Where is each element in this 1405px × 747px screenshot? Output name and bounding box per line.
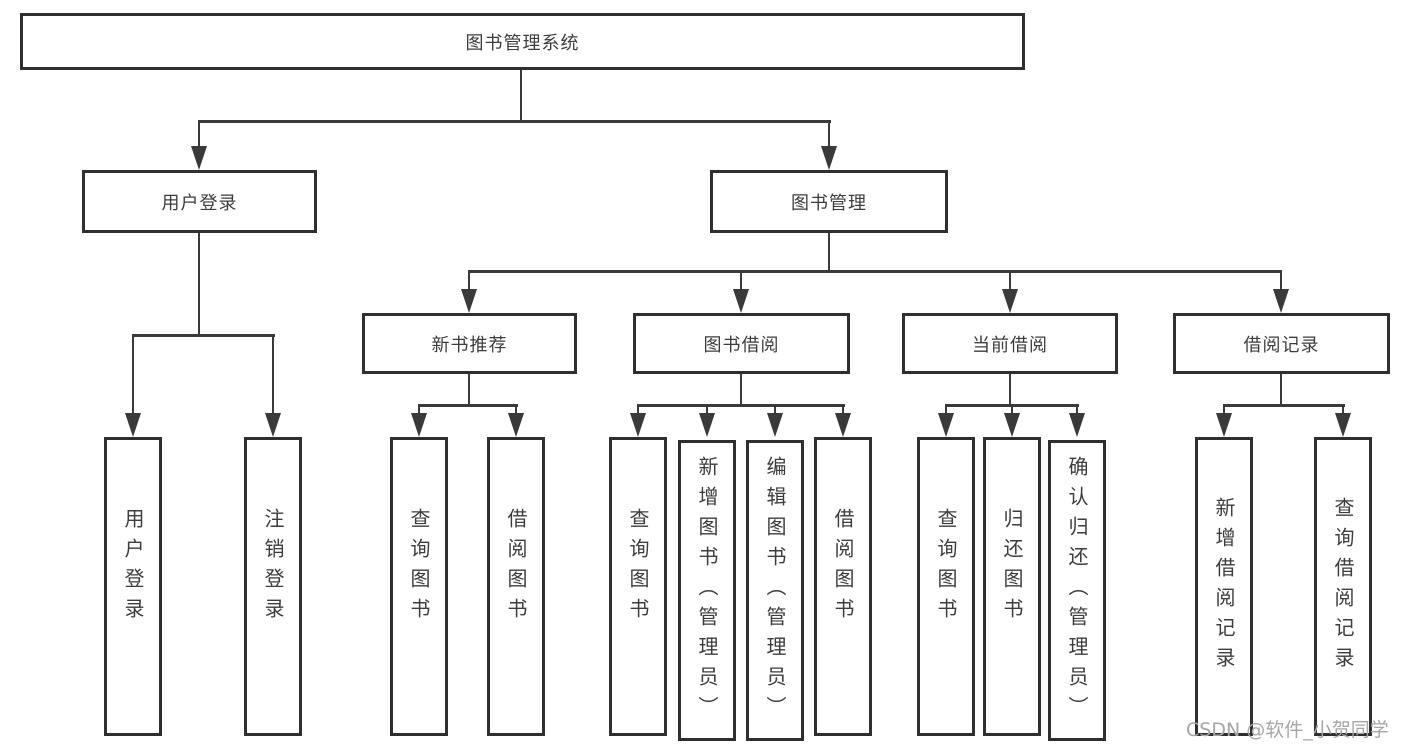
connector-stem (1223, 404, 1225, 417)
node-leaf-logout: 注销登录 (244, 437, 302, 736)
connector-stem (1280, 270, 1282, 292)
arrow-down-icon (821, 146, 837, 170)
connector-stem (132, 334, 134, 417)
arrow-down-icon (265, 413, 281, 437)
node-leaf-add-book-admin: 新增图书（管理员） (678, 440, 736, 741)
arrow-down-icon (125, 413, 141, 437)
arrow-down-icon (835, 413, 851, 437)
connector-stem (1009, 374, 1011, 406)
node-leaf-user-login: 用户登录 (104, 437, 162, 736)
arrow-down-icon (191, 146, 207, 170)
connector-stem (468, 270, 470, 292)
node-book-management: 图书管理 (710, 170, 948, 233)
node-leaf-borrow-books-recommend: 借阅图书 (487, 437, 545, 736)
arrow-down-icon (1335, 413, 1351, 437)
node-leaf-confirm-return-admin: 确认归还（管理员） (1048, 440, 1106, 741)
node-leaf-query-borrow-record: 查询借阅记录 (1314, 437, 1372, 736)
arrow-down-icon (938, 413, 954, 437)
arrow-down-icon (630, 413, 646, 437)
connector-stem (1011, 404, 1013, 417)
arrow-down-icon (733, 289, 749, 313)
connector-stem (706, 404, 708, 417)
connector-bar (637, 404, 845, 407)
arrow-down-icon (1216, 413, 1232, 437)
watermark: CSDN @软件_小贺同学 (1186, 719, 1389, 741)
node-user-login: 用户登录 (82, 170, 317, 233)
connector-stem (842, 404, 844, 417)
arrow-down-icon (1004, 413, 1020, 437)
node-library-system: 图书管理系统 (20, 13, 1025, 70)
arrow-down-icon (508, 413, 524, 437)
connector-stem (468, 374, 470, 406)
node-book-borrowing: 图书借阅 (633, 313, 850, 374)
arrow-down-icon (1273, 289, 1289, 313)
connector-stem (637, 404, 639, 417)
connector-bar (132, 334, 275, 337)
connector-stem (828, 233, 830, 273)
arrow-down-icon (699, 413, 715, 437)
connector-stem (774, 404, 776, 417)
connector-stem (740, 374, 742, 406)
connector-stem (1076, 404, 1078, 417)
connector-bar (418, 404, 518, 407)
node-leaf-borrow-books: 借阅图书 (814, 437, 872, 736)
connector-stem (1009, 270, 1011, 292)
arrow-down-icon (767, 413, 783, 437)
node-leaf-add-borrow-record: 新增借阅记录 (1195, 437, 1253, 736)
connector-bar (1223, 404, 1345, 407)
arrow-down-icon (461, 289, 477, 313)
node-leaf-query-books-recommend: 查询图书 (390, 437, 448, 736)
connector-stem (515, 404, 517, 417)
connector-stem (418, 404, 420, 417)
node-leaf-edit-book-admin: 编辑图书（管理员） (746, 440, 804, 741)
connector-stem (1280, 374, 1282, 406)
connector-bar (468, 270, 1282, 273)
connector-stem (945, 404, 947, 417)
connector-stem (520, 70, 522, 120)
node-leaf-query-books-current: 查询图书 (917, 437, 975, 736)
node-leaf-return-books: 归还图书 (983, 437, 1041, 736)
node-leaf-query-books-borrow: 查询图书 (609, 437, 667, 736)
arrow-down-icon (1069, 413, 1085, 437)
connector-stem (198, 233, 200, 337)
node-new-book-recommend: 新书推荐 (362, 313, 577, 374)
arrow-down-icon (411, 413, 427, 437)
node-current-borrowing: 当前借阅 (902, 313, 1118, 374)
connector-stem (1342, 404, 1344, 417)
connector-stem (198, 120, 200, 150)
connector-bar (198, 120, 831, 123)
node-borrowing-records: 借阅记录 (1173, 313, 1390, 374)
connector-stem (272, 334, 274, 417)
connector-stem (828, 120, 830, 150)
arrow-down-icon (1002, 289, 1018, 313)
connector-stem (740, 270, 742, 292)
